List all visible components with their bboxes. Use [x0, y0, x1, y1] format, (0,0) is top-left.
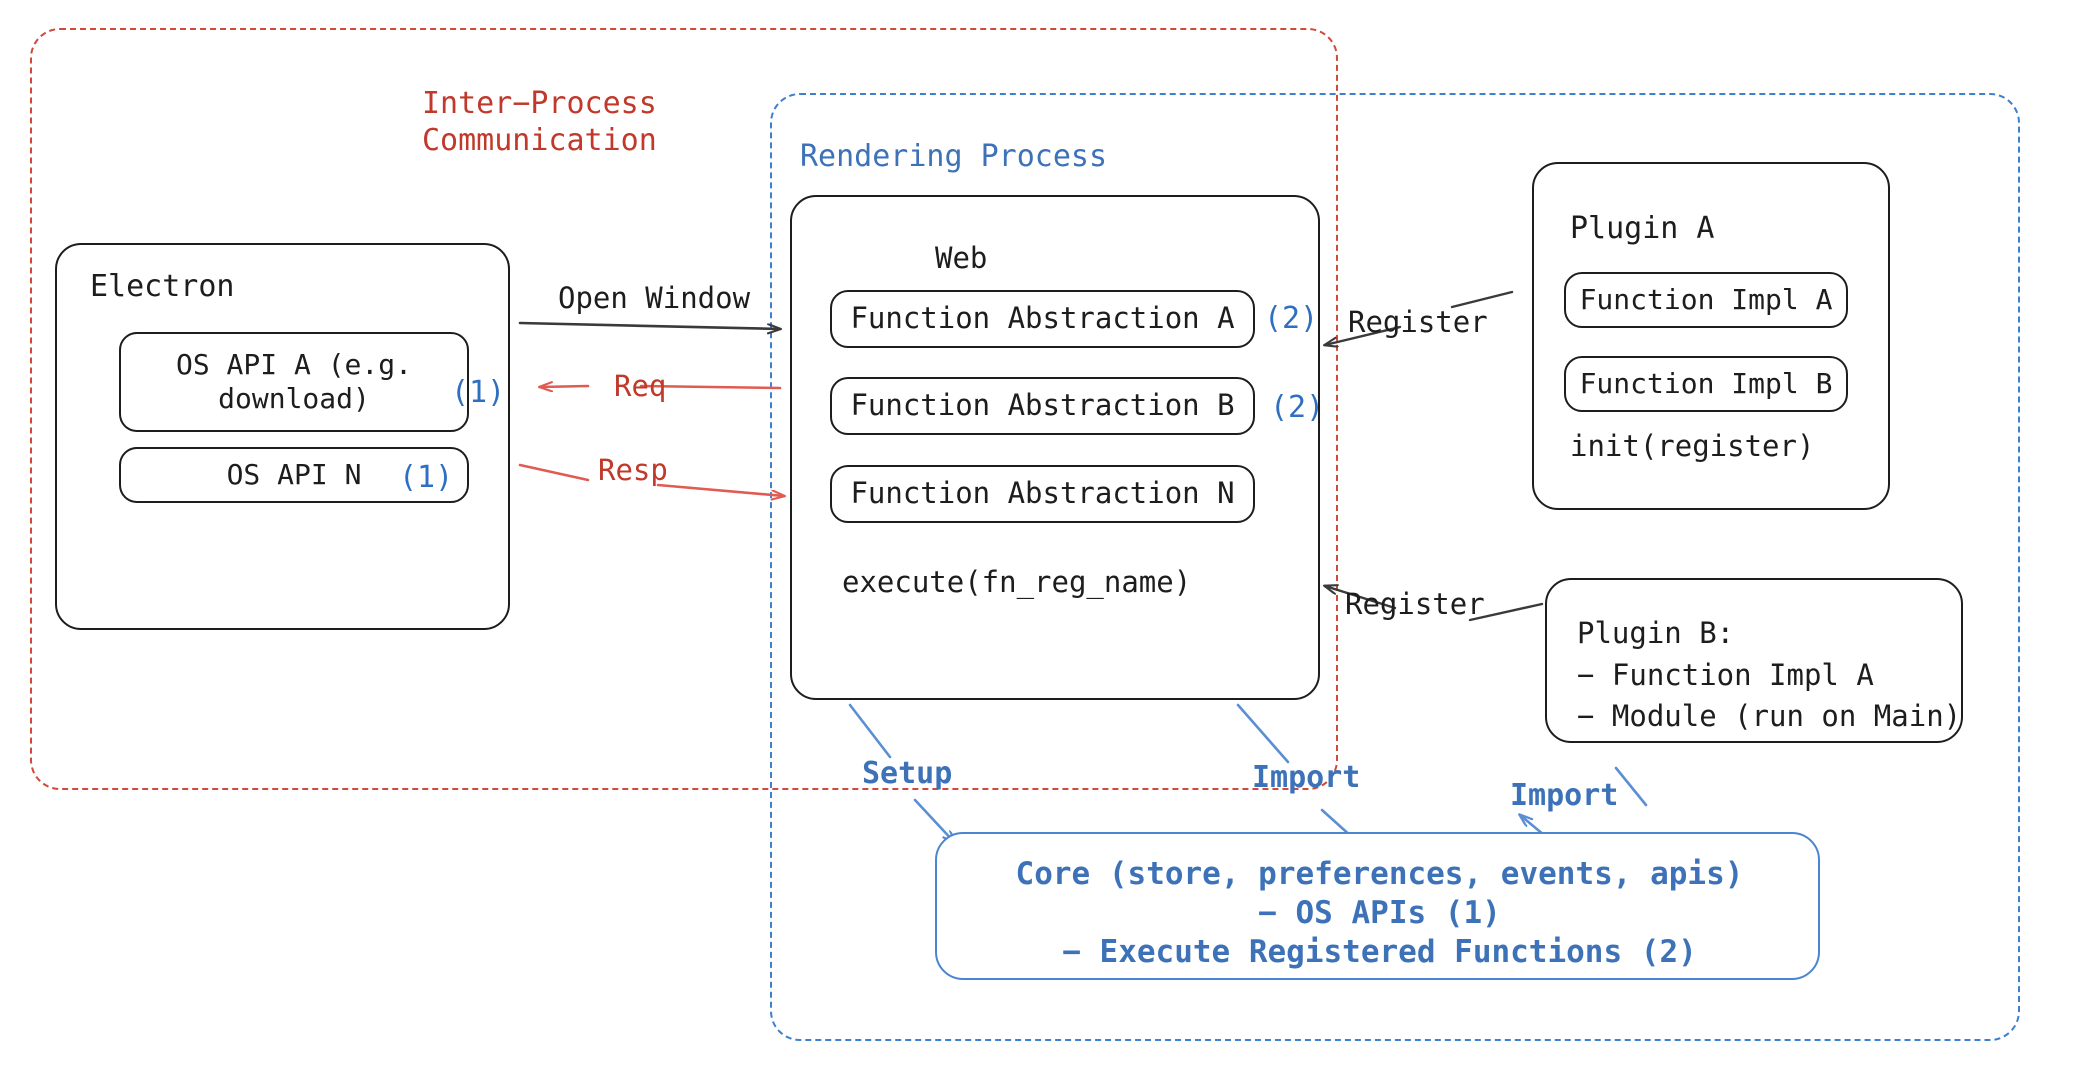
web-box: Web Function Abstraction A (2) Function …	[790, 195, 1324, 700]
function-impl-b-label: Function Impl B	[1579, 366, 1833, 400]
function-abstraction-b-label: Function Abstraction B	[850, 388, 1235, 423]
ipc-label: Inter−Process Communication	[422, 86, 657, 158]
rendering-process-label: Rendering Process	[800, 139, 1108, 174]
register-plugin-a-label: Register	[1348, 305, 1488, 339]
ipc-boundary	[30, 28, 1338, 790]
import-plugin-b-label: Import	[1510, 778, 1619, 813]
core-line-0: Core (store, preferences, events, apis)	[1015, 856, 1744, 892]
function-abstraction-b-box: Function Abstraction B	[830, 377, 1255, 435]
plugin-a-init-label: init(register)	[1570, 429, 1815, 463]
os-api-a-marker: (1)	[451, 375, 506, 410]
function-impl-b-box: Function Impl B	[1564, 356, 1848, 412]
electron-box: Electron OS API A (e.g. download) (1) OS…	[55, 243, 510, 630]
function-abstraction-b-marker: (2)	[1270, 390, 1325, 425]
function-abstraction-a-label: Function Abstraction A	[850, 301, 1235, 336]
core-line-1: − OS APIs (1)	[1258, 895, 1501, 931]
import-web-label: Import	[1252, 760, 1361, 795]
plugin-a-title: Plugin A	[1570, 211, 1715, 246]
plugin-b-line-0: Plugin B:	[1577, 616, 1735, 651]
function-abstraction-n-box: Function Abstraction N	[830, 465, 1255, 523]
rendering-process-boundary	[770, 93, 2020, 1041]
web-title: Web	[935, 241, 988, 275]
core-line-2: − Execute Registered Functions (2)	[1062, 934, 1697, 970]
os-api-n-box: OS API N	[119, 447, 469, 503]
web-execute-label: execute(fn_reg_name)	[842, 565, 1192, 599]
function-abstraction-n-label: Function Abstraction N	[850, 476, 1235, 511]
plugin-b-box: Plugin B: − Function Impl A − Module (ru…	[1545, 578, 1963, 743]
plugin-b-line-2: − Module (run on Main)	[1577, 699, 1962, 734]
open-window-label: Open Window	[558, 281, 751, 315]
function-impl-a-label: Function Impl A	[1579, 282, 1833, 316]
os-api-n-label: OS API N	[226, 457, 362, 491]
plugin-b-line-1: − Function Impl A	[1577, 657, 1874, 692]
req-label: Req	[614, 369, 667, 403]
resp-label: Resp	[598, 453, 668, 487]
plugin-a-box: Plugin A Function Impl A Function Impl B…	[1532, 162, 1890, 510]
function-impl-a-box: Function Impl A	[1564, 272, 1848, 328]
function-abstraction-a-marker: (2)	[1264, 301, 1319, 336]
register-plugin-b-label: Register	[1345, 587, 1485, 621]
os-api-a-label: OS API A (e.g. download)	[175, 347, 412, 415]
function-abstraction-a-box: Function Abstraction A	[830, 290, 1255, 348]
electron-title: Electron	[90, 269, 235, 304]
core-box: Core (store, preferences, events, apis) …	[935, 832, 1820, 980]
os-api-a-box: OS API A (e.g. download)	[119, 332, 469, 432]
setup-label: Setup	[862, 756, 953, 791]
os-api-n-marker: (1)	[399, 460, 454, 495]
